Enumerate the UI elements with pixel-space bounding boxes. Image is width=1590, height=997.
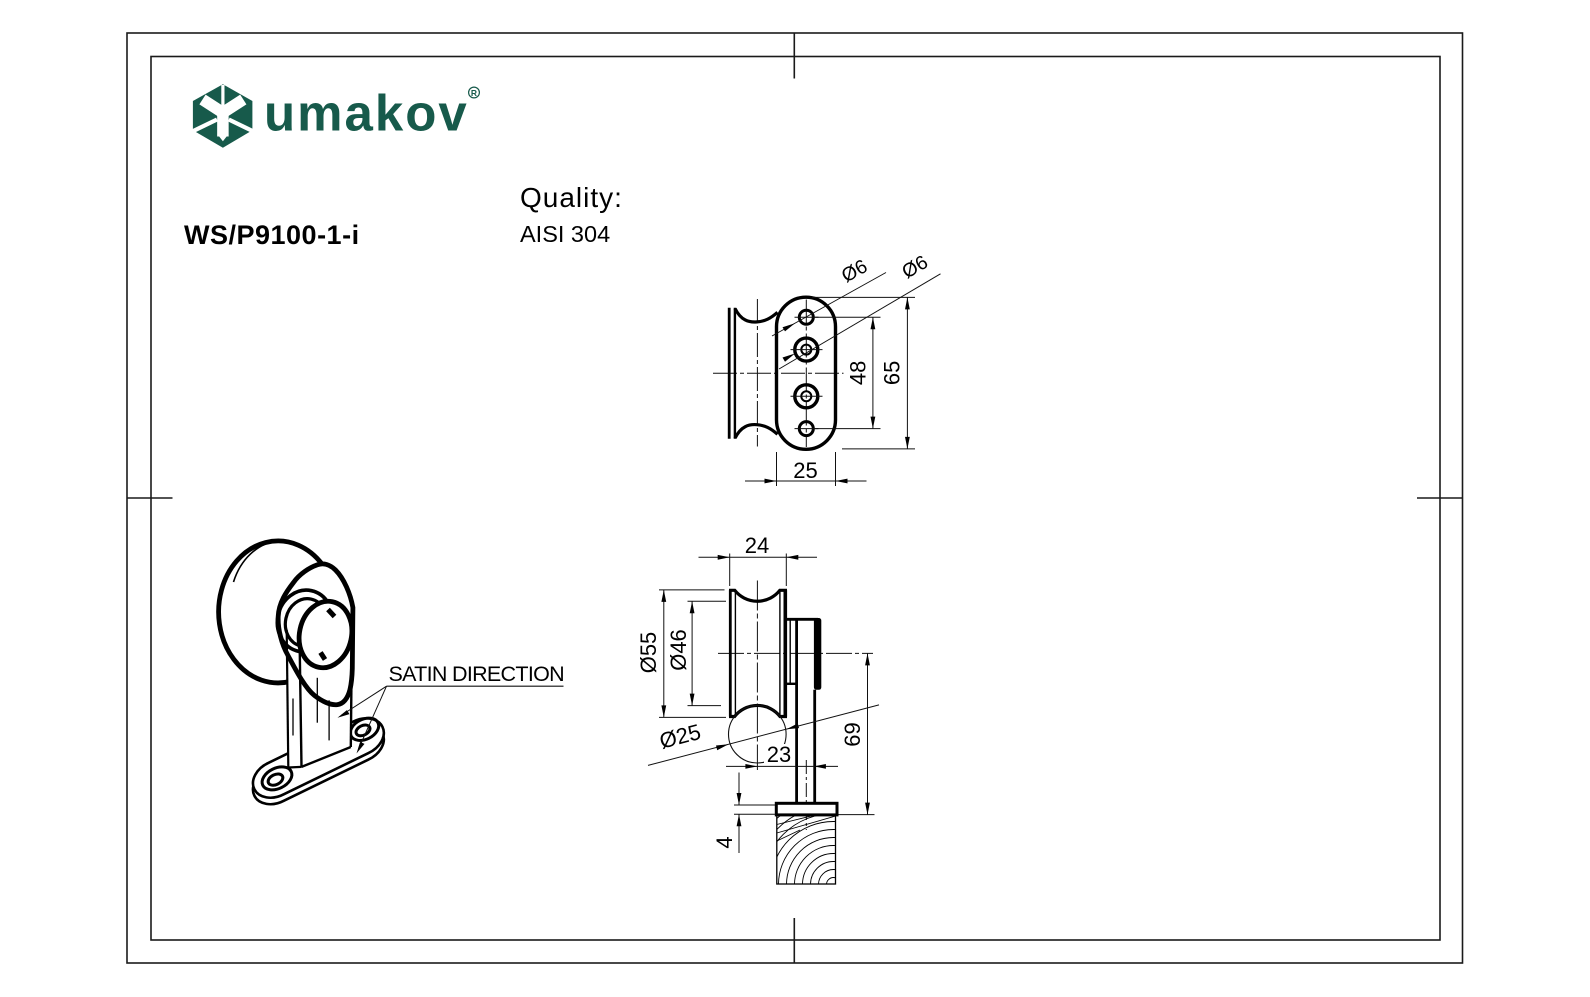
svg-text:SATIN DIRECTION: SATIN DIRECTION xyxy=(389,662,564,686)
svg-text:umakov: umakov xyxy=(264,85,469,142)
svg-text:WS/P9100-1-i: WS/P9100-1-i xyxy=(184,220,360,250)
svg-text:R: R xyxy=(471,88,477,98)
svg-text:AISI 304: AISI 304 xyxy=(520,221,610,247)
svg-text:Ø55: Ø55 xyxy=(636,632,661,674)
svg-text:25: 25 xyxy=(793,458,817,483)
svg-text:23: 23 xyxy=(767,742,791,767)
svg-text:69: 69 xyxy=(840,722,865,746)
svg-text:24: 24 xyxy=(745,533,769,558)
svg-text:48: 48 xyxy=(845,361,870,385)
svg-text:Quality:: Quality: xyxy=(520,182,623,213)
svg-text:Ø46: Ø46 xyxy=(666,629,691,671)
svg-text:4: 4 xyxy=(712,836,737,848)
svg-text:65: 65 xyxy=(880,361,905,385)
